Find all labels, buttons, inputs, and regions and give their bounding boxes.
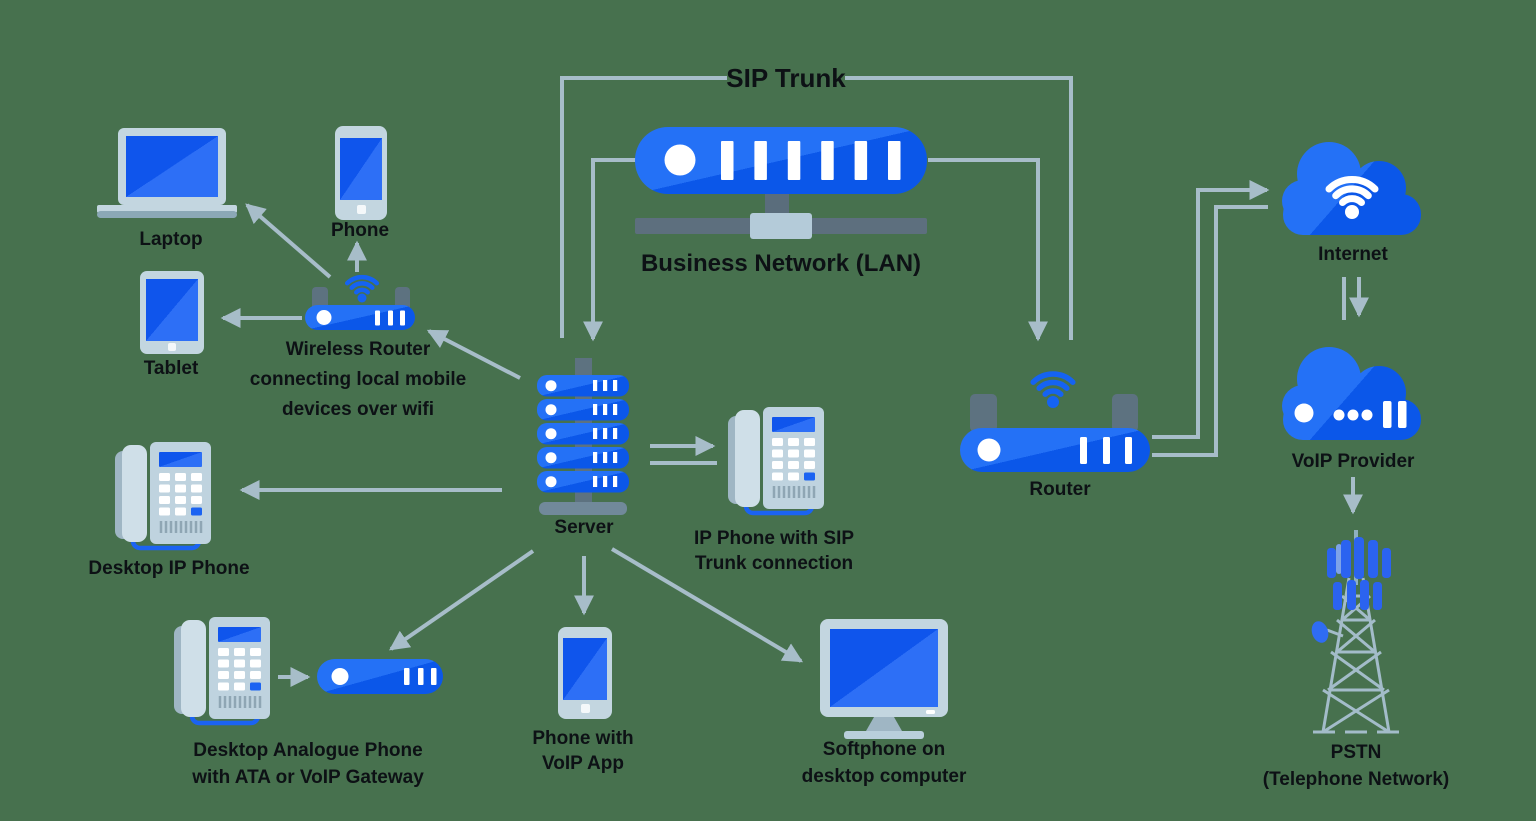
wireless-router-label: Wireless Router connecting local mobile … [249,339,467,420]
wifi-icon [1325,176,1379,206]
desktop-ip-phone-label: Desktop IP Phone [88,558,250,579]
laptop-icon [97,128,237,220]
internet-cloud-icon [1277,128,1427,241]
tablet-label: Tablet [143,358,199,379]
arrow-router-to-internet [1152,180,1270,439]
ata-gateway-icon [317,659,443,695]
connector-sip-trunk-right [845,76,1073,340]
server-label: Server [554,517,614,538]
softphone-computer-icon [820,619,948,739]
voip-app-phone-icon [558,627,612,719]
desktop-analogue-phone-label: Desktop Analogue Phone with ATA or VoIP … [192,740,424,788]
arrow-lan-to-server [583,158,637,342]
business-network-label: Business Network (LAN) [640,250,922,277]
voip-provider-cloud-icon [1277,333,1427,447]
connector-router-to-internet-return [1152,205,1268,457]
sip-trunk-label: SIP Trunk [726,63,846,93]
pstn-tower-icon [1287,520,1425,738]
router-icon [960,360,1152,474]
desktop-ip-phone-icon [113,441,213,551]
voip-provider-label: VoIP Provider [1291,451,1415,472]
laptop-label: Laptop [139,229,203,250]
phone-label: Phone [330,220,390,241]
arrow-server-to-ata [389,549,535,651]
router-label: Router [1029,479,1091,500]
connector-sip-trunk-left [560,76,727,338]
tablet-icon [140,271,204,354]
arrow-server-to-softphone [610,547,804,663]
ip-phone-sip-label: IP Phone with SIP Trunk connection [693,528,855,574]
phone-voip-app-label: Phone with VoIP App [532,728,634,774]
pstn-label: PSTN (Telephone Network) [1262,742,1450,790]
ip-phone-sip-icon [726,406,826,516]
wireless-router-icon [305,258,417,332]
lan-switch-icon [635,127,927,240]
mobile-phone-icon [335,126,387,220]
wifi-icon [1030,371,1076,397]
wifi-icon [344,274,380,295]
arrow-lan-to-router [928,158,1048,342]
server-icon [536,356,630,516]
arrow-server-to-wireless-router [426,329,521,380]
desktop-analogue-phone-icon [172,616,272,726]
arrow-wireless-router-to-laptop [245,203,332,279]
internet-label: Internet [1318,244,1388,265]
softphone-label: Softphone on desktop computer [801,739,967,787]
